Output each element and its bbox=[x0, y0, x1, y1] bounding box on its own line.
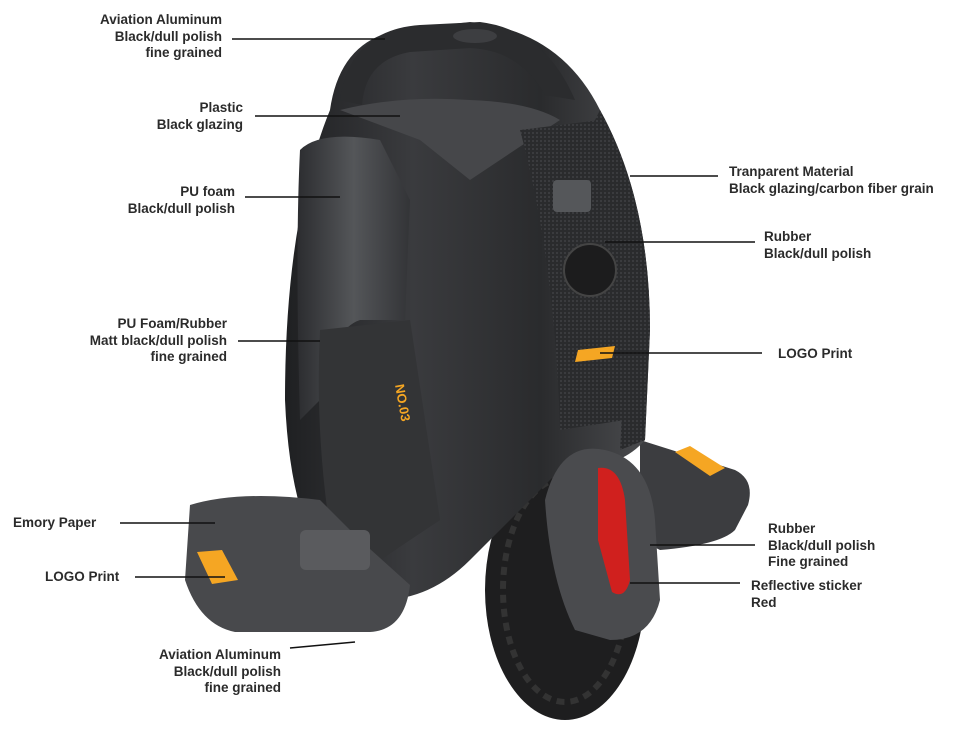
handle-button bbox=[453, 29, 497, 43]
label-line: Tranparent Material bbox=[729, 164, 854, 179]
label-pedal-bracket: Aviation Aluminum Black/dull polish fine… bbox=[159, 647, 281, 697]
label-lower-pad: PU Foam/Rubber Matt black/dull polish fi… bbox=[90, 316, 227, 366]
label-reflector: Reflective sticker Red bbox=[751, 578, 862, 611]
label-line: Black/dull polish bbox=[173, 663, 281, 679]
label-line: LOGO Print bbox=[778, 346, 853, 361]
speaker-grille bbox=[563, 243, 617, 297]
label-line: fine grained bbox=[145, 45, 222, 60]
label-mudguard: Rubber Black/dull polish Fine grained bbox=[768, 521, 875, 571]
label-line: Black glazing/carbon fiber grain bbox=[729, 180, 934, 196]
lower-pad bbox=[318, 320, 440, 560]
label-front-logo: LOGO Print bbox=[778, 346, 852, 363]
left-pedal bbox=[185, 496, 410, 632]
label-line: PU Foam/Rubber bbox=[117, 316, 227, 331]
label-line: Plastic bbox=[199, 100, 243, 115]
label-pedal-logo: LOGO Print bbox=[45, 569, 119, 586]
label-line: LOGO Print bbox=[45, 569, 120, 584]
reflector bbox=[598, 467, 630, 595]
label-line: Matt black/dull polish bbox=[89, 332, 227, 348]
label-handle: Aviation Aluminum Black/dull polish fine… bbox=[100, 12, 222, 62]
display bbox=[553, 180, 591, 212]
label-pedal-surface: Emory Paper bbox=[13, 515, 96, 532]
label-line: Black/dull polish bbox=[768, 537, 876, 553]
label-line: Reflective sticker bbox=[751, 578, 863, 593]
top-cover bbox=[340, 98, 560, 180]
label-line: Emory Paper bbox=[13, 515, 97, 530]
handle bbox=[340, 22, 575, 105]
label-line: fine grained bbox=[150, 349, 227, 364]
label-line: Aviation Aluminum bbox=[99, 12, 222, 27]
label-line: Aviation Aluminum bbox=[158, 647, 281, 662]
label-shell: Tranparent Material Black glazing/carbon… bbox=[729, 164, 934, 197]
label-line: PU foam bbox=[180, 184, 235, 199]
leader-lines bbox=[120, 38, 762, 649]
front-logo-mark bbox=[575, 346, 615, 362]
label-front-panel: Rubber Black/dull polish bbox=[764, 229, 871, 262]
label-side-pad: PU foam Black/dull polish bbox=[128, 184, 235, 217]
label-line: Black/dull polish bbox=[114, 28, 222, 44]
pedal-bracket bbox=[300, 530, 370, 570]
label-line: Rubber bbox=[768, 521, 816, 536]
label-line: fine grained bbox=[204, 680, 281, 695]
label-line: Black glazing bbox=[156, 116, 243, 132]
model-mark: NO.03 bbox=[392, 383, 413, 423]
right-pedal-logo bbox=[675, 446, 725, 476]
label-line: Fine grained bbox=[768, 554, 849, 569]
label-line: Black/dull polish bbox=[764, 245, 872, 261]
label-line: Rubber bbox=[764, 229, 812, 244]
label-top-cover: Plastic Black glazing bbox=[157, 100, 243, 133]
label-line: Red bbox=[751, 594, 777, 610]
left-pedal-logo bbox=[197, 550, 238, 584]
label-line: Black/dull polish bbox=[127, 200, 235, 216]
